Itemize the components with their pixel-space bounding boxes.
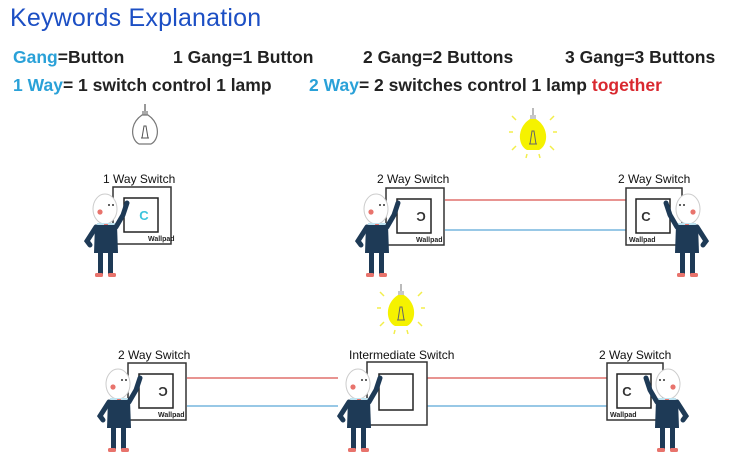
emphasis-together: together — [591, 75, 662, 95]
switch-intermediate — [366, 361, 428, 426]
label-2-way-switch-right: 2 Way Switch — [618, 172, 691, 186]
keyword-gang: Gang — [13, 47, 58, 67]
svg-text:Wallpad: Wallpad — [629, 237, 656, 244]
label-2-way-switch-left: 2 Way Switch — [377, 172, 450, 186]
button-indicator-icon: C — [641, 209, 651, 224]
definition-1-way: 1 Way= 1 switch control 1 lamp — [13, 75, 272, 95]
button-indicator-icon: C — [158, 384, 168, 399]
label-2-way-switch-bottom-right: 2 Way Switch — [599, 348, 672, 362]
keyword-1-way: 1 Way — [13, 75, 63, 95]
lamp-1-way-off — [131, 103, 159, 145]
svg-text:Wallpad: Wallpad — [416, 237, 443, 244]
button-indicator-icon: C — [416, 209, 426, 224]
switch-2-way-bottom-right: C Wallpad — [606, 362, 664, 421]
definition-gang: Gang=Button — [13, 47, 125, 67]
button-indicator-icon: C — [622, 384, 632, 399]
definition-3-gang: 3 Gang=3 Buttons — [565, 47, 716, 67]
lamp-3-way-on — [376, 283, 426, 335]
label-1-way-switch: 1 Way Switch — [103, 172, 176, 186]
svg-text:Wallpad: Wallpad — [158, 412, 185, 419]
page-title: Keywords Explanation — [10, 4, 262, 32]
plate-label: Wallpad — [148, 236, 175, 243]
keyword-2-way: 2 Way — [309, 75, 359, 95]
svg-text:Wallpad: Wallpad — [610, 412, 637, 419]
lamp-2-way-on — [508, 107, 558, 159]
button-indicator-icon: C — [139, 208, 149, 223]
definition-1-gang: 1 Gang=1 Button — [173, 47, 314, 67]
switch-2-way-right: C Wallpad — [625, 187, 683, 246]
label-2-way-switch-bottom-left: 2 Way Switch — [118, 348, 191, 362]
definition-2-way: 2 Way= 2 switches control 1 lamp togethe… — [309, 75, 662, 95]
label-intermediate-switch: Intermediate Switch — [349, 348, 455, 362]
definition-2-gang: 2 Gang=2 Buttons — [363, 47, 514, 67]
switch-2-way-left: C Wallpad — [385, 187, 445, 246]
